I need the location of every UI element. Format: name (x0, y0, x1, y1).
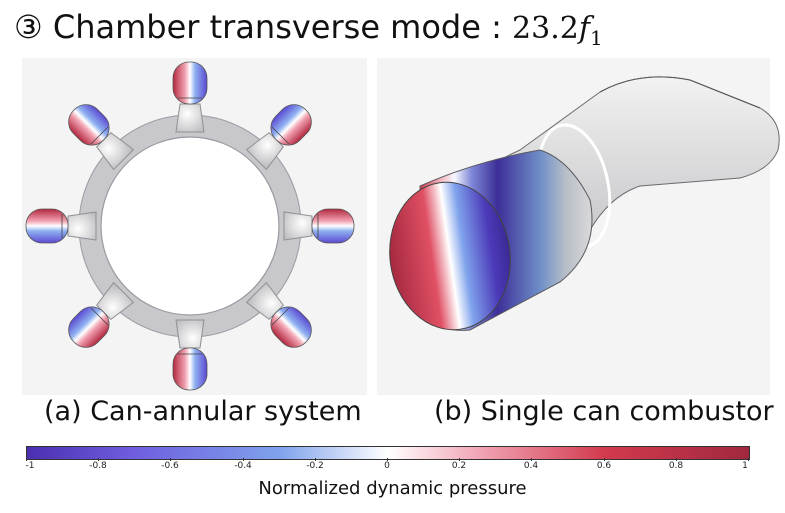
figure-title: ③ Chamber transverse mode : 23.2f1 (14, 8, 603, 50)
can-unit-left (25, 208, 97, 244)
colorbar-tick-label: -0.8 (89, 461, 107, 471)
colorbar-tick-label: -0.6 (161, 461, 179, 471)
can-unit-right (283, 208, 355, 244)
colorbar-tickmark (676, 458, 677, 461)
single-can-geometry (389, 76, 780, 331)
can-unit-top (172, 61, 208, 133)
chamber-end-face (389, 181, 511, 331)
can-annular-geometry (25, 61, 355, 391)
colorbar-tick-label: 0 (384, 461, 390, 471)
can-unit-top-right (245, 104, 312, 171)
caption-single-can: (b) Single can combustor (434, 396, 774, 427)
colorbar-tickmark (748, 458, 749, 461)
mode-frequency-symbol: f (578, 11, 590, 46)
colorbar-tickmark (315, 458, 316, 461)
colorbar-tick-label: 0.2 (451, 461, 467, 471)
can-unit-bottom-right (245, 281, 312, 348)
caption-can-annular: (a) Can-annular system (44, 396, 362, 427)
colorbar-tickmark (604, 458, 605, 461)
can-unit-bottom-left (68, 281, 135, 348)
colorbar-tick-label: -0.2 (306, 461, 324, 471)
colorbar-label: Normalized dynamic pressure (258, 478, 527, 499)
can-unit-top-left (68, 104, 135, 171)
colorbar (26, 446, 750, 460)
colorbar-tick-label: 0.8 (668, 461, 684, 471)
colorbar-tick-label: 0.4 (523, 461, 539, 471)
colorbar-tickmark (387, 458, 388, 461)
colorbar-tickmark (459, 458, 460, 461)
colorbar-tickmark (243, 458, 244, 461)
colorbar-tickmark (98, 458, 99, 461)
colorbar-tick-label: 1 (742, 461, 748, 471)
can-unit-bottom (172, 319, 208, 391)
mode-frequency-subscript: 1 (589, 26, 603, 50)
circled-number-marker: ③ (14, 8, 43, 46)
colorbar-tick-label: -0.4 (234, 461, 252, 471)
mode-frequency-value: 23.2 (512, 11, 579, 46)
colorbar-tickmark (26, 458, 27, 461)
colorbar-tickmark (170, 458, 171, 461)
title-text: Chamber transverse mode : (52, 8, 502, 46)
colorbar-tick-label: 0.6 (596, 461, 612, 471)
colorbar-tick-label: -1 (25, 461, 35, 471)
annular-ring-inner-edge (100, 136, 280, 316)
mode-frequency: 23.2f1 (512, 11, 603, 50)
colorbar-tickmark (531, 458, 532, 461)
